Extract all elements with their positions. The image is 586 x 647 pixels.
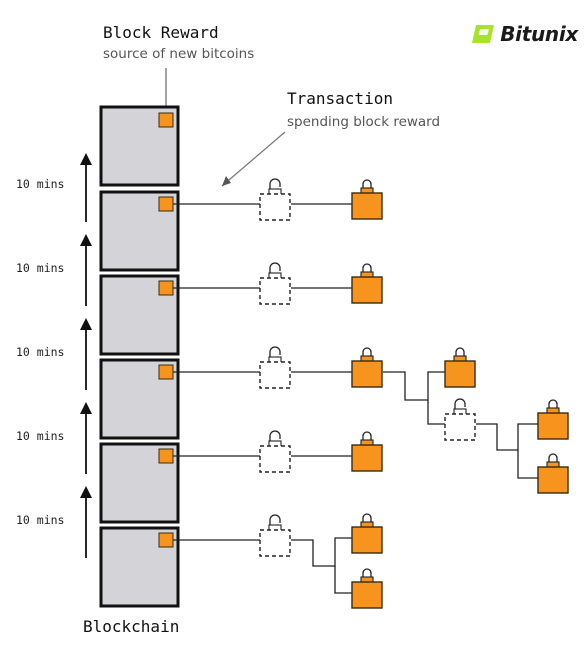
block-1-reward-coin xyxy=(158,112,174,128)
interval-arrow-4: 10 mins xyxy=(16,402,92,474)
block-4 xyxy=(99,358,180,440)
block-3-reward-coin xyxy=(158,280,174,296)
locked-padlock-icon xyxy=(548,399,558,410)
interval-label: 10 mins xyxy=(16,345,64,359)
interval-label: 10 mins xyxy=(16,513,64,527)
unspent-output-unspent-6b xyxy=(351,568,383,609)
block-reward-title: Block Reward xyxy=(103,23,219,42)
transaction-outputs xyxy=(259,178,569,609)
unspent-output-unspent-4d xyxy=(537,453,569,494)
unspent-output-unspent-2 xyxy=(351,263,383,304)
locked-padlock-icon xyxy=(362,179,372,190)
unspent-output-unspent-1 xyxy=(351,179,383,220)
transaction-pointer xyxy=(221,131,286,187)
block-3 xyxy=(99,274,180,356)
arrow-up-icon xyxy=(80,153,92,165)
interval-arrows: 10 mins 10 mins 10 mins 10 mins 10 mins xyxy=(16,153,92,558)
block-5 xyxy=(99,442,180,524)
unspent-output-unspent-6a xyxy=(351,513,383,554)
bitunix-logo-text: Bitunix xyxy=(500,22,578,46)
block-1 xyxy=(99,105,180,187)
unlocked-padlock-icon xyxy=(269,262,281,274)
block-reward-subtitle: source of new bitcoins xyxy=(103,46,254,62)
locked-padlock-icon xyxy=(362,347,372,358)
connection-line-8 xyxy=(427,400,445,425)
interval-label: 10 mins xyxy=(16,261,64,275)
interval-arrow-1: 10 mins xyxy=(16,153,92,222)
spent-output-spent-6 xyxy=(259,514,291,557)
block-4-reward-coin xyxy=(158,364,174,380)
arrow-up-icon xyxy=(80,234,92,246)
transaction-lines xyxy=(173,203,538,594)
arrow-up-icon xyxy=(80,402,92,414)
block-6-reward-coin xyxy=(158,532,174,548)
connection-line-7 xyxy=(383,371,445,401)
locked-padlock-icon xyxy=(455,347,465,358)
locked-padlock-icon xyxy=(362,431,372,442)
connection-line-15 xyxy=(334,566,352,594)
unspent-output-unspent-4a xyxy=(444,347,476,388)
interval-arrow-2: 10 mins xyxy=(16,234,92,306)
unspent-output-unspent-4c xyxy=(537,399,569,440)
spent-output-spent-2 xyxy=(259,262,291,305)
interval-arrow-3: 10 mins xyxy=(16,318,92,390)
interval-label: 10 mins xyxy=(16,429,64,443)
locked-padlock-icon xyxy=(362,263,372,274)
block-2-reward-coin xyxy=(158,196,174,212)
arrow-up-icon xyxy=(80,318,92,330)
unlocked-padlock-icon xyxy=(269,346,281,358)
locked-padlock-icon xyxy=(362,568,372,579)
unlocked-padlock-icon xyxy=(269,514,281,526)
block-6 xyxy=(99,526,180,608)
unlocked-padlock-icon xyxy=(454,398,466,410)
unspent-output-unspent-5 xyxy=(351,431,383,472)
bitunix-logo-mark-icon xyxy=(472,25,495,43)
bitunix-logo: Bitunix xyxy=(470,20,578,48)
transaction-pointer-head xyxy=(222,176,231,186)
transaction-title: Transaction xyxy=(287,89,393,108)
connection-line-9 xyxy=(476,423,538,451)
interval-arrow-5: 10 mins xyxy=(16,486,92,558)
blockchain-label: Blockchain xyxy=(83,617,179,636)
unlocked-padlock-icon xyxy=(269,178,281,190)
locked-padlock-icon xyxy=(362,513,372,524)
blockchain-blocks xyxy=(99,105,180,608)
unlocked-padlock-icon xyxy=(269,430,281,442)
spent-output-spent-4b xyxy=(444,398,476,441)
locked-padlock-icon xyxy=(548,453,558,464)
transaction-subtitle: spending block reward xyxy=(287,114,440,130)
unspent-output-unspent-3 xyxy=(351,347,383,388)
connection-line-14 xyxy=(291,537,352,567)
block-2 xyxy=(99,190,180,272)
spent-output-spent-4 xyxy=(259,178,291,221)
arrow-up-icon xyxy=(80,486,92,498)
connection-line-10 xyxy=(517,450,538,479)
interval-label: 10 mins xyxy=(16,177,64,191)
block-5-reward-coin xyxy=(158,448,174,464)
spent-output-spent-5 xyxy=(259,430,291,473)
spent-output-spent-3 xyxy=(259,346,291,389)
